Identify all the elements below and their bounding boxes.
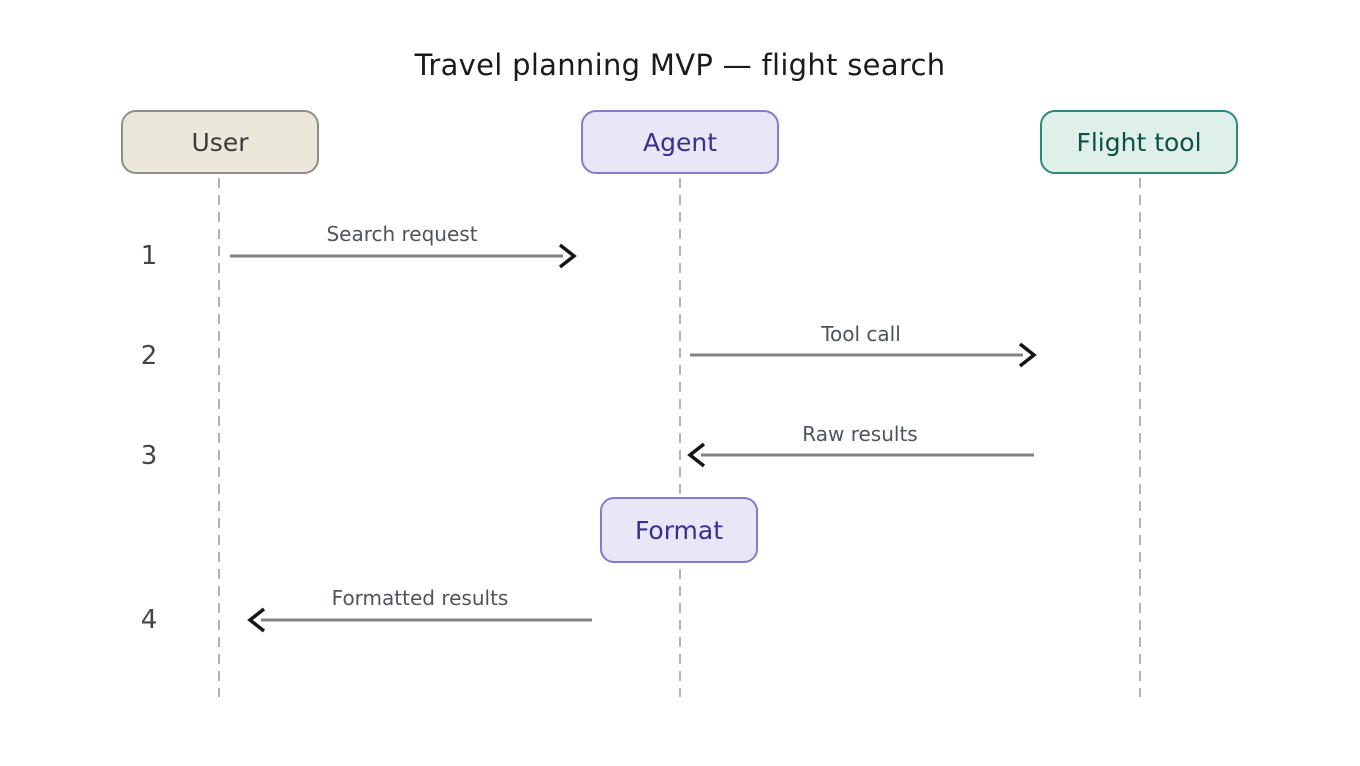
step-2-message-label: Tool call (821, 322, 901, 346)
actor-user-label: User (191, 127, 249, 157)
step-3-number: 3 (140, 441, 158, 471)
step-2-number: 2 (140, 341, 158, 371)
lifeline-user (218, 178, 220, 697)
step-1-arrow-right (230, 243, 577, 269)
self-action-format-box: Format (600, 497, 758, 563)
step-3-arrow-left (687, 442, 1034, 468)
step-3-message-label: Raw results (802, 422, 918, 446)
diagram-title: Travel planning MVP — flight search (414, 48, 946, 82)
step-4-number: 4 (140, 605, 158, 635)
actor-agent-label: Agent (643, 127, 717, 157)
actor-flight-tool-label: Flight tool (1076, 127, 1202, 157)
self-action-format-label: Format (634, 515, 724, 545)
step-2-arrow-right (690, 342, 1037, 368)
actor-box-user: User (121, 110, 319, 174)
step-4-arrow-left (247, 607, 592, 633)
actor-box-agent: Agent (581, 110, 779, 174)
lifeline-agent (679, 178, 681, 697)
step-1-message-label: Search request (326, 222, 478, 246)
actor-box-flight-tool: Flight tool (1040, 110, 1238, 174)
lifeline-flight-tool (1139, 178, 1141, 697)
step-1-number: 1 (140, 241, 158, 271)
step-4-message-label: Formatted results (331, 586, 509, 610)
